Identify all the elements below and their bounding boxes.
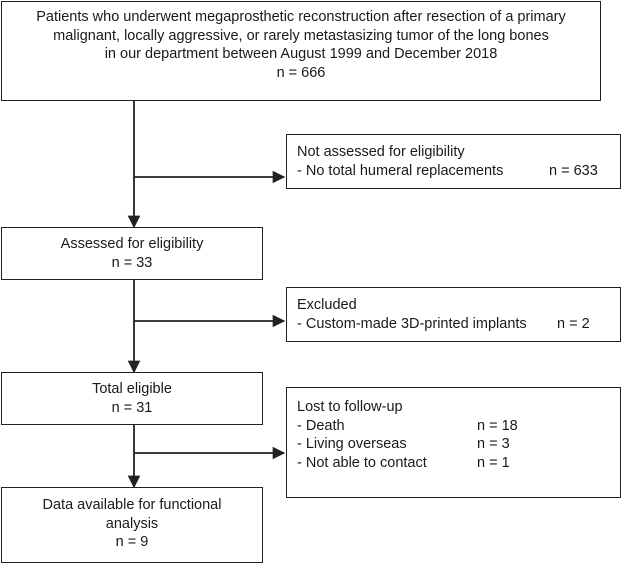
excluded-item: - Custom-made 3D-printed implants n = 2 <box>297 315 620 334</box>
lost-title: Lost to follow-up <box>297 399 403 415</box>
top-line-4: n = 666 <box>276 64 326 81</box>
lost-item-n: n = 1 <box>477 454 510 471</box>
lost-item: - Living overseas n = 3 <box>297 435 620 454</box>
box-initial-patients: Patients who underwent megaprosthetic re… <box>1 1 601 101</box>
excluded-item-label: - Custom-made 3D-printed implants <box>297 315 527 332</box>
lost-item-label: - Not able to contact <box>297 454 427 471</box>
box-lost-to-follow-up: Lost to follow-up - Death n = 18 - Livin… <box>286 387 621 498</box>
assessed-title: Assessed for eligibility <box>60 236 204 252</box>
box-data-available: Data available for functional analysis n… <box>1 487 263 563</box>
lost-item-n: n = 18 <box>477 417 518 434</box>
lost-item-label: - Living overseas <box>297 436 407 452</box>
top-line-3: in our department between August 1999 an… <box>104 46 498 62</box>
not-assessed-item: - No total humeral replacements n = 633 <box>297 162 620 181</box>
lost-item: - Not able to contact n = 1 <box>297 454 620 473</box>
eligible-title: Total eligible <box>92 381 172 397</box>
data-available-n: n = 9 <box>115 534 149 550</box>
top-line-2: malignant, locally aggressive, or rarely… <box>53 27 549 44</box>
box-assessed-for-eligibility: Assessed for eligibility n = 33 <box>1 227 263 280</box>
box-not-assessed: Not assessed for eligibility - No total … <box>286 134 621 189</box>
eligible-n: n = 31 <box>111 399 153 416</box>
lost-item: - Death n = 18 <box>297 417 620 436</box>
data-available-line-2: analysis <box>105 515 159 532</box>
box-excluded: Excluded - Custom-made 3D-printed implan… <box>286 287 621 342</box>
lost-item-label: - Death <box>297 417 345 434</box>
assessed-n: n = 33 <box>111 254 153 271</box>
lost-item-n: n = 3 <box>477 436 510 452</box>
box-total-eligible: Total eligible n = 31 <box>1 372 263 425</box>
data-available-line-1: Data available for functional <box>42 497 222 513</box>
excluded-title: Excluded <box>297 297 357 313</box>
top-line-1: Patients who underwent megaprosthetic re… <box>36 9 566 25</box>
excluded-item-n: n = 2 <box>557 315 590 332</box>
not-assessed-title: Not assessed for eligibility <box>297 144 465 160</box>
not-assessed-item-label: - No total humeral replacements <box>297 162 504 179</box>
not-assessed-item-n: n = 633 <box>549 162 598 179</box>
